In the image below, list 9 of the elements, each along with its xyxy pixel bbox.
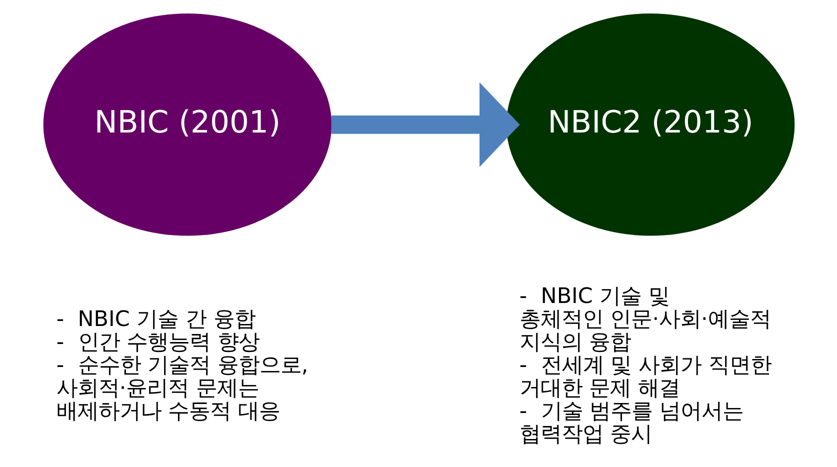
node-label: - 전세계 및 사회가 직면한 거대한 문제 해결 xyxy=(518,352,771,401)
node-ellipse: NBIC (2001) xyxy=(42,13,332,236)
arrow xyxy=(330,82,520,167)
node-label: - NBIC 기술 및 총체적인 인문·사회·예술적 지식의 융합 xyxy=(518,284,770,355)
node-label: - 순수한 기술적 융합으로, 사회적·윤리적 문제는 배제하거나 수동적 대응 xyxy=(56,352,308,424)
node-ellipse: NBIC2 (2013) xyxy=(506,13,794,236)
node-label: - NBIC 기술 간 융합 xyxy=(56,306,255,332)
node-label: - 인간 수행능력 향상 xyxy=(56,330,259,355)
node-label: - 기술 범주를 넘어서는 협력작업 중시 xyxy=(518,398,743,447)
